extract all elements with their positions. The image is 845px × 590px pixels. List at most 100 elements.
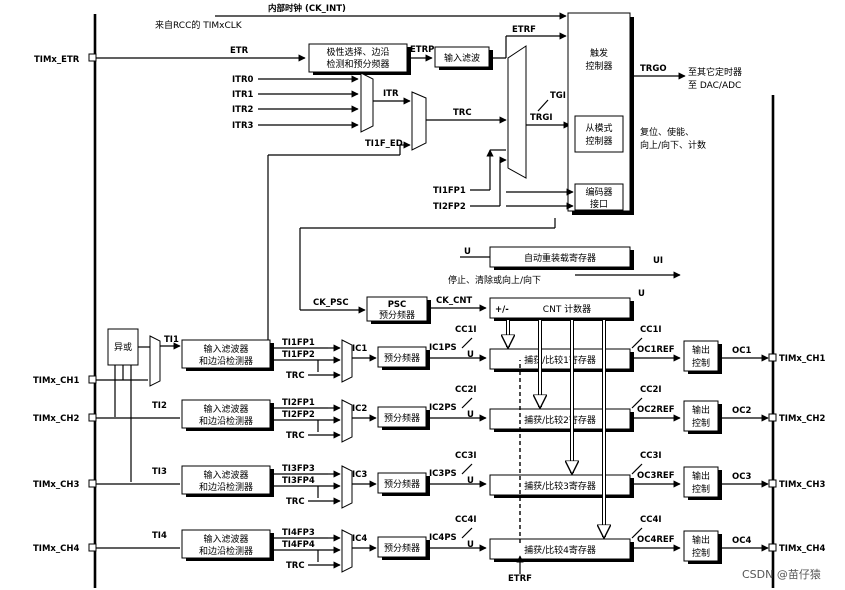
ch4-u-label: U <box>467 540 474 550</box>
ch1-fpa-label: TI1FP1 <box>282 338 315 348</box>
ch3-output-line2: 控制 <box>692 483 710 495</box>
trigger-ctrl-line1: 触发 <box>590 47 608 59</box>
ch1-capture-compare-register <box>489 348 631 370</box>
ch1-input-filter-block <box>181 339 271 369</box>
ch2-output-line1: 输出 <box>692 404 710 416</box>
ch1-oc-label: OC1 <box>732 346 751 356</box>
ch4-prescaler-label: 预分频器 <box>384 542 420 554</box>
ch4-input-filter-block <box>181 529 271 559</box>
ch2-register-label: 捕获/比较2寄存器 <box>524 414 596 426</box>
ch4-cci-label: CC4I <box>455 515 477 525</box>
slave-mode-controller-block <box>574 115 624 153</box>
ch2-cci2-tick <box>631 397 643 409</box>
tgi-tick <box>537 99 549 112</box>
etrp-label: ETRP <box>410 45 434 55</box>
tgi-label: TGI <box>550 91 566 101</box>
trc-mux <box>411 91 427 151</box>
cnt-pm-label: +/- <box>495 305 509 315</box>
ch3-input-pin-label: TIMx_CH3 <box>33 480 80 490</box>
ch2-output-pin <box>768 413 777 422</box>
itr-label: ITR <box>383 89 399 99</box>
ch4-ic-label: IC4 <box>352 534 367 544</box>
ch1-output-pin-label: TIMx_CH1 <box>779 354 826 364</box>
ch3-icps-label: IC3PS <box>429 469 457 479</box>
ch3-cci-tick <box>461 463 473 475</box>
rcc-clock-label: 来自RCC的 TIMxCLK <box>155 19 243 31</box>
ch1-filter-line2: 和边沿检测器 <box>199 355 253 367</box>
ch1-output-line2: 控制 <box>692 357 710 369</box>
pin-etr <box>88 53 97 62</box>
ch1-prescaler-label: 预分频器 <box>384 352 420 364</box>
ch4-fpa-label: TI4FP3 <box>282 528 315 538</box>
ch2-fpa-label: TI2FP1 <box>282 398 315 408</box>
ch3-prescaler-block <box>377 472 427 494</box>
ch2-filter-line2: 和边沿检测器 <box>199 415 253 427</box>
trgo-label: TRGO <box>640 64 667 74</box>
ch4-input-pin-label: TIMx_CH4 <box>33 544 80 554</box>
psc-line2: 预分频器 <box>379 309 415 321</box>
ch2-ti-label: TI2 <box>152 401 167 411</box>
ch3-capture-compare-register <box>489 474 631 496</box>
ch1-ocref-label: OC1REF <box>637 345 675 355</box>
ck-cnt-label: CK_CNT <box>436 296 472 306</box>
ti2fp2-label: TI2FP2 <box>433 202 466 212</box>
ch2-input-pin <box>88 413 97 422</box>
ch4-filter-line2: 和边沿检测器 <box>199 545 253 557</box>
ch2-prescaler-block <box>377 406 427 428</box>
pin-etr-label: TIMx_ETR <box>34 55 80 65</box>
ch4-ic-mux <box>341 529 353 573</box>
ch3-ti-label: TI3 <box>152 467 167 477</box>
itr2-label: ITR2 <box>232 105 254 115</box>
ch1-ti-label: TI1 <box>164 335 179 345</box>
ch4-icps-label: IC4PS <box>429 533 457 543</box>
slave-ctrl-line2: 控制器 <box>585 135 612 147</box>
etrf-label: ETRF <box>512 25 536 35</box>
ch1-ic-mux <box>341 339 353 383</box>
ch3-fpb-label: TI3FP4 <box>282 476 315 486</box>
encoder-line1: 编码器 <box>585 186 612 198</box>
ch3-cci2-tick <box>631 463 643 475</box>
ch4-filter-line1: 输入滤波器 <box>203 533 248 545</box>
ch2-oc-label: OC2 <box>732 406 751 416</box>
ch1-output-pin <box>768 353 777 362</box>
trigger-controller-block <box>567 12 631 212</box>
etr-filter-label: 输入滤波 <box>444 52 480 64</box>
ti1fp1-label: TI1FP1 <box>433 186 466 196</box>
ch1-input-pin-label: TIMx_CH1 <box>33 376 80 386</box>
ch2-cci-label: CC2I <box>455 385 477 395</box>
slave-out-line2: 向上/向下、计数 <box>640 139 706 151</box>
ch1-cci-tick <box>461 337 473 349</box>
trc-label: TRC <box>453 108 472 118</box>
ch1-icps-label: IC1PS <box>429 343 457 353</box>
itr3-label: ITR3 <box>232 121 254 131</box>
ch2-output-pin-label: TIMx_CH2 <box>779 414 826 424</box>
slave-out-line1: 复位、使能、 <box>640 126 694 138</box>
polarity-block-line1: 极性选择、边沿 <box>326 46 389 58</box>
ch1-cci2-label: CC1I <box>640 325 662 335</box>
trgi-mux <box>507 45 527 179</box>
ui-label: UI <box>653 256 663 266</box>
ch4-output-pin <box>768 543 777 552</box>
ch4-cci2-tick <box>631 527 643 539</box>
ch4-ti-label: TI4 <box>152 531 167 541</box>
ch3-filter-line2: 和边沿检测器 <box>199 481 253 493</box>
ch2-filter-line1: 输入滤波器 <box>203 403 248 415</box>
ch1-cci2-tick <box>631 337 643 349</box>
ch2-input-filter-block <box>181 399 271 429</box>
ch3-output-control-block <box>683 466 719 498</box>
u-upper-right-label: U <box>638 289 645 299</box>
ch3-output-pin <box>768 479 777 488</box>
ch1-trc-label: TRC <box>286 371 305 381</box>
ch4-output-control-block <box>683 530 719 562</box>
ch3-output-pin-label: TIMx_CH3 <box>779 480 826 490</box>
ch4-register-label: 捕获/比较4寄存器 <box>524 544 596 556</box>
ch1-prescaler-block <box>377 346 427 368</box>
etr-label: ETR <box>230 46 249 56</box>
ch1-cci-label: CC1I <box>455 325 477 335</box>
stop-clear-label: 停止、清除或向上/向下 <box>448 274 541 286</box>
channels-group: TIMx_CH1TI1输入滤波器和边沿检测器TI1FP1TI1FP2TRCIC1… <box>33 320 826 573</box>
watermark: CSDN @苗仔猿 <box>742 567 821 581</box>
ch2-fpb-label: TI2FP2 <box>282 410 315 420</box>
encoder-interface-block <box>574 183 624 211</box>
